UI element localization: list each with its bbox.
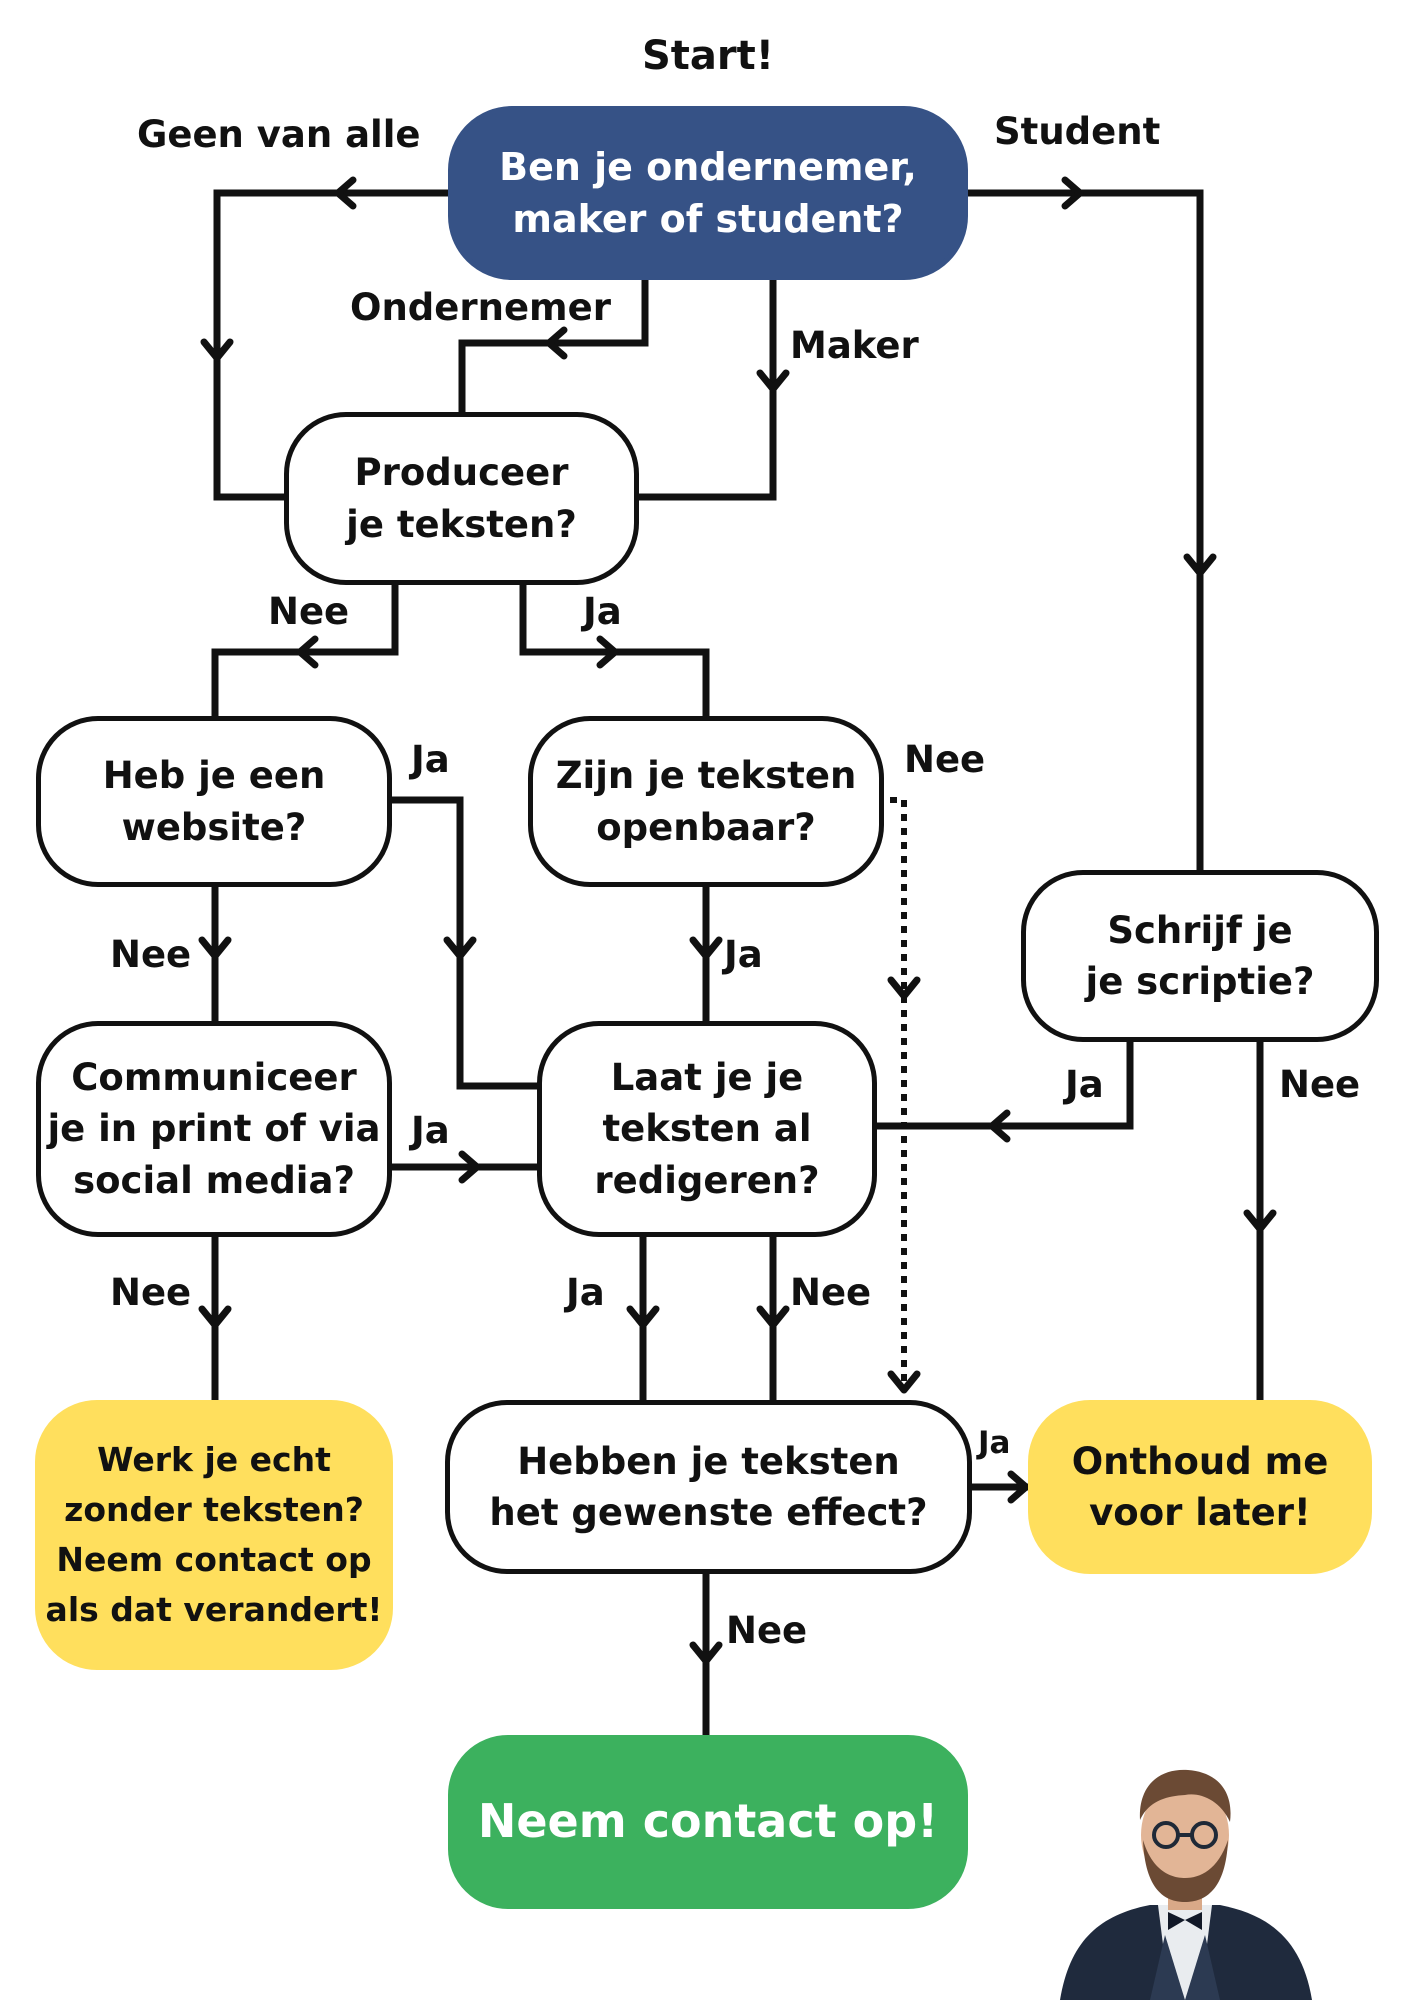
node-openbaar: Zijn je teksten openbaar? (528, 716, 884, 887)
node-communiceer-text: Communiceer je in print of via social me… (47, 1056, 381, 1202)
label-openbaar-ja: Ja (724, 933, 763, 976)
node-effect: Hebben je teksten het gewenste effect? (445, 1400, 972, 1574)
node-scriptie-text: Schrijf je je scriptie? (1085, 908, 1315, 1003)
edge-start-student (968, 189, 1204, 872)
node-start-question: Ben je ondernemer, maker of student? (448, 106, 968, 280)
edge-openbaar-nee (890, 797, 907, 1385)
node-openbaar-text: Zijn je teksten openbaar? (555, 754, 857, 849)
node-onthoud-text: Onthoud me voor later! (1071, 1439, 1329, 1534)
node-communiceer: Communiceer je in print of via social me… (36, 1021, 392, 1237)
node-website-text: Heb je een website? (102, 754, 326, 849)
label-communiceer-ja: Ja (411, 1109, 450, 1152)
edge-start-maker (639, 280, 777, 501)
arrowhead-down-openbaar-nee-end (887, 1370, 921, 1394)
node-contact: Neem contact op! (448, 1735, 968, 1909)
arrowhead-down-student (1183, 553, 1217, 577)
arrowhead-right-communiceer-ja (458, 1150, 481, 1184)
edge-scriptie-ja (876, 1040, 1134, 1130)
arrowhead-down-redigeren-nee (756, 1305, 790, 1329)
node-produceer-text: Produceer je teksten? (346, 451, 577, 546)
label-communiceer-nee: Nee (110, 1271, 192, 1314)
label-maker: Maker (790, 324, 919, 367)
arrowhead-right-student (1061, 176, 1084, 210)
arrowhead-down-maker (756, 369, 790, 393)
node-scriptie: Schrijf je je scriptie? (1021, 870, 1379, 1042)
arrowhead-down-scriptie-nee (1243, 1209, 1277, 1233)
label-redigeren-ja: Ja (566, 1271, 605, 1314)
label-produceer-nee: Nee (268, 590, 350, 633)
arrowhead-down-communiceer-nee (198, 1305, 232, 1329)
arrowhead-right-produceer-ja (596, 635, 619, 669)
edge-website-ja (390, 796, 538, 1090)
arrowhead-down-effect-nee (689, 1641, 723, 1665)
node-website: Heb je een website? (36, 716, 392, 887)
arrowhead-left-geen (334, 176, 357, 210)
node-contact-text: Neem contact op! (477, 1794, 939, 1849)
arrowhead-left-produceer-nee (296, 635, 319, 669)
diagram-title: Start! (642, 33, 775, 79)
label-scriptie-ja: Ja (1065, 1063, 1104, 1106)
arrowhead-down-website-ja (443, 936, 477, 960)
node-redigeren-text: Laat je je teksten al redigeren? (594, 1056, 820, 1202)
label-website-ja: Ja (411, 738, 450, 781)
arrowhead-down-openbaar-nee-mid (887, 976, 921, 1000)
node-redigeren: Laat je je teksten al redigeren? (537, 1021, 877, 1237)
node-zonder-teksten: Werk je echt zonder teksten? Neem contac… (35, 1400, 393, 1670)
label-scriptie-nee: Nee (1279, 1063, 1361, 1106)
person-photo (1060, 1769, 1312, 2000)
label-redigeren-nee: Nee (790, 1271, 872, 1314)
arrowhead-down-geen (200, 338, 234, 362)
label-website-nee: Nee (110, 933, 192, 976)
label-geen-van-alle: Geen van alle (137, 113, 421, 156)
arrowhead-left-ondernemer (545, 326, 568, 360)
label-ondernemer: Ondernemer (350, 286, 611, 329)
label-effect-nee: Nee (726, 1609, 808, 1652)
arrowhead-right-effect-ja (1007, 1470, 1030, 1504)
arrowhead-down-website-nee (198, 936, 232, 960)
arrowhead-down-redigeren-ja (626, 1305, 660, 1329)
node-start-text: Ben je ondernemer, maker of student? (499, 144, 917, 241)
label-effect-ja: Ja (978, 1425, 1011, 1461)
node-produceer: Produceer je teksten? (284, 412, 639, 585)
label-openbaar-nee: Nee (904, 738, 986, 781)
node-zonder-teksten-text: Werk je echt zonder teksten? Neem contac… (45, 1439, 383, 1630)
node-effect-text: Hebben je teksten het gewenste effect? (489, 1439, 928, 1534)
arrowhead-down-openbaar-ja (689, 936, 723, 960)
node-onthoud: Onthoud me voor later! (1028, 1400, 1372, 1574)
label-student: Student (994, 110, 1161, 153)
arrowhead-left-scriptie-ja (988, 1109, 1011, 1143)
label-produceer-ja: Ja (583, 590, 622, 633)
